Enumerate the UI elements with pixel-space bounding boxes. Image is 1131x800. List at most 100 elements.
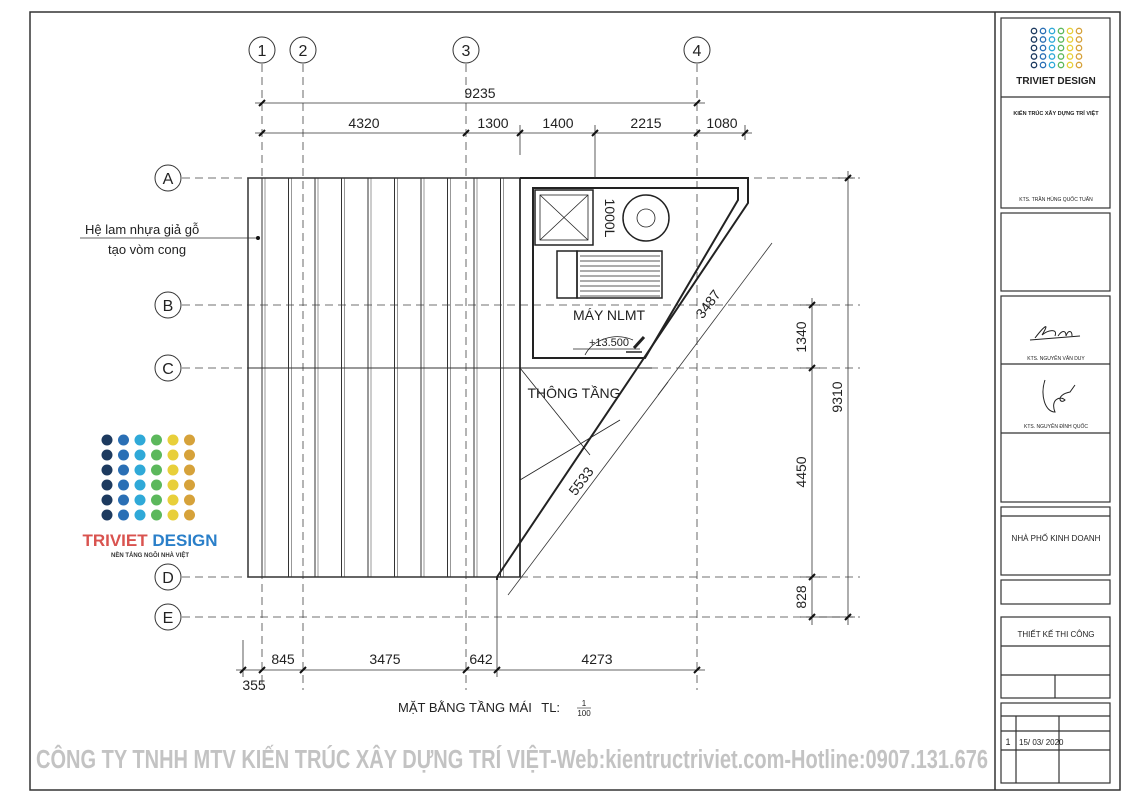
tb-logo-dot	[1057, 53, 1065, 60]
logo-dot	[118, 434, 129, 446]
svg-text:E: E	[163, 610, 174, 627]
dim-bottom-3: 3475	[369, 651, 400, 667]
dim-top-2: 1300	[477, 115, 508, 131]
tb-logo-dot	[1057, 27, 1065, 35]
tb-logo-dot	[1030, 27, 1038, 35]
tb-logo-dot	[1066, 27, 1074, 35]
roof-room	[496, 177, 749, 580]
logo-dot	[184, 479, 195, 491]
grid-bubble-C: C	[154, 354, 182, 382]
logo-dot	[151, 449, 162, 461]
tb-logo-dot	[1066, 44, 1074, 52]
leader-dot	[256, 236, 260, 240]
logo-dot	[184, 464, 195, 476]
tb-logo-dot	[1048, 61, 1056, 69]
tb-logo-dot	[1039, 44, 1047, 52]
grid-bubble-2: 2	[289, 36, 317, 64]
logo-dot	[101, 464, 113, 476]
logo-dot	[134, 479, 146, 491]
note-line-1: Hệ lam nhựa giả gỗ	[85, 222, 199, 237]
tb-logo-dot	[1048, 53, 1056, 60]
logo-dot	[101, 434, 113, 446]
title-block	[1000, 17, 1111, 784]
svg-text:4: 4	[693, 43, 702, 60]
tb-logo-dot	[1039, 36, 1047, 43]
logo-dot	[184, 434, 195, 446]
tb-logo-dot	[1039, 61, 1047, 69]
tb-revision-no: 1	[1005, 737, 1010, 747]
svg-text:2: 2	[299, 43, 308, 60]
logo-dot	[184, 494, 195, 506]
grid-bubble-D: D	[154, 563, 182, 591]
tb-logo-dot	[1039, 53, 1047, 60]
tb-logo-dot	[1048, 27, 1056, 35]
tb-revision-date: 15/ 03/ 2020	[1019, 738, 1064, 747]
tb-designer: KTS. NGUYỄN VĂN DUY	[1027, 355, 1085, 362]
tb-logo-dot	[1048, 44, 1056, 52]
logo-dot	[101, 449, 113, 461]
tb-logo-dot	[1075, 53, 1083, 60]
logo-dot	[151, 434, 162, 446]
dim-right-3: 828	[793, 585, 809, 609]
logo-dot	[167, 479, 179, 491]
svg-text:1: 1	[258, 43, 267, 60]
logo-dot	[151, 509, 162, 521]
svg-text:A: A	[163, 171, 174, 188]
logo-dot	[118, 449, 129, 461]
dim-top-1: 4320	[348, 115, 379, 131]
tb-logo-dot	[1057, 61, 1065, 69]
logo-dot	[118, 509, 129, 521]
dim-top-total: 9235	[464, 85, 495, 101]
tb-director: KTS. TRẦN HÙNG QUỐC TUẤN	[1019, 196, 1093, 203]
grid-bubble-1: 1	[248, 36, 276, 64]
logo-dot	[118, 494, 129, 506]
grid-bubble-B: B	[154, 291, 182, 319]
logo-dot	[167, 449, 179, 461]
logo-dot	[151, 479, 162, 491]
logo-dot	[134, 464, 146, 476]
scale-denominator: 100	[577, 709, 591, 718]
grid-bubble-4: 4	[683, 36, 711, 64]
logo-dot	[101, 509, 113, 521]
logo-dot	[184, 449, 195, 461]
dim-right-total: 9310	[829, 381, 845, 412]
logo-dot	[151, 464, 162, 476]
tb-logo-dot	[1075, 27, 1083, 35]
dim-right-2: 4450	[793, 456, 809, 487]
dimension-lines	[80, 102, 855, 677]
tb-logo-dot	[1066, 61, 1074, 69]
dim-bottom-4: 642	[469, 651, 493, 667]
tb-logo-dot	[1030, 53, 1038, 60]
logo-dot	[134, 509, 146, 521]
sheet-border	[29, 11, 1121, 791]
tb-company: KIẾN TRÚC XÂY DỰNG TRÍ VIỆT	[1013, 109, 1099, 117]
grid-bubble-A: A	[154, 164, 182, 192]
tb-logo-dot	[1057, 44, 1065, 52]
company-logo: TRIVIET DESIGN NỀN TẢNG NGÔI NHÀ VIỆT	[82, 434, 218, 559]
level-label: +13.500	[589, 337, 629, 349]
logo-dot	[134, 494, 146, 506]
tb-logo-dot	[1030, 44, 1038, 52]
dim-top-3: 1400	[542, 115, 573, 131]
logo-dot	[118, 464, 129, 476]
tb-logo-dot	[1075, 44, 1083, 52]
signature-2	[1042, 379, 1076, 413]
tb-logo-dot	[1030, 36, 1038, 43]
tb-logo-dot	[1075, 36, 1083, 43]
wood-lamella-canopy	[247, 177, 521, 578]
tb-logo-dot	[1048, 36, 1056, 43]
signature-1	[1029, 326, 1081, 341]
logo-dot	[101, 479, 113, 491]
logo-tagline: NỀN TẢNG NGÔI NHÀ VIỆT	[111, 551, 189, 559]
svg-text:D: D	[162, 570, 174, 587]
dim-top-5: 1080	[706, 115, 737, 131]
tb-logo-dot	[1066, 53, 1074, 60]
svg-text:3: 3	[462, 43, 471, 60]
dim-top-4: 2215	[630, 115, 661, 131]
tb-logo-dot	[1039, 27, 1047, 35]
logo-dot	[167, 494, 179, 506]
dim-right-1: 1340	[793, 321, 809, 352]
logo-dot	[118, 479, 129, 491]
dim-bottom-1: 355	[242, 677, 266, 693]
